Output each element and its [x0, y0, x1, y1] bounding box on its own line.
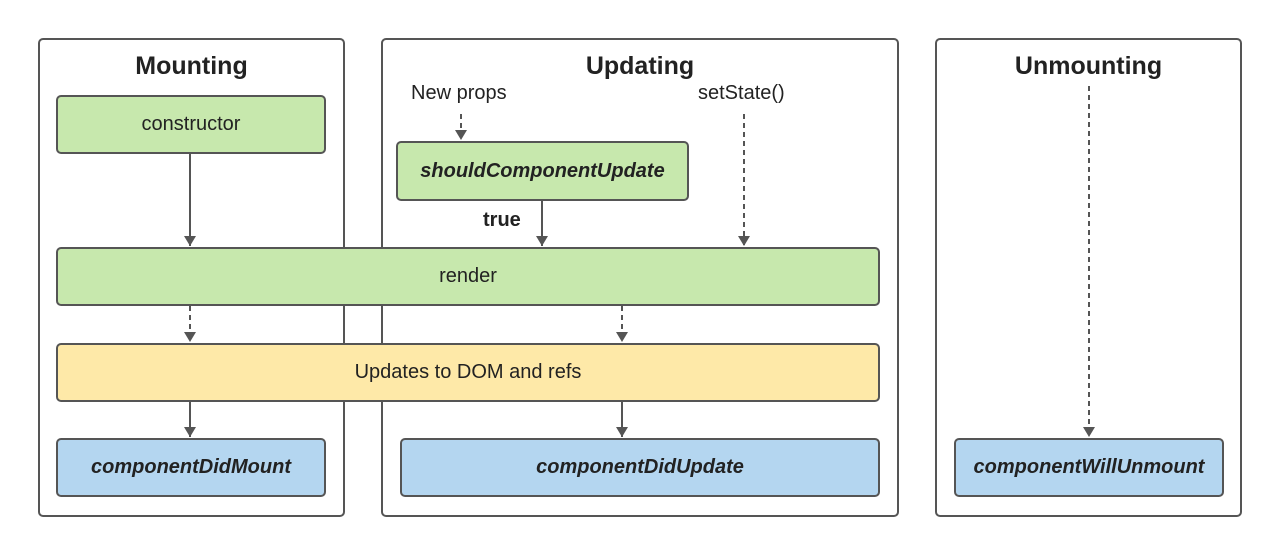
component-will-unmount-node: componentWillUnmount: [954, 438, 1224, 497]
true-label: true: [483, 209, 521, 231]
phase-title-mounting: Mounting: [135, 52, 248, 80]
constructor-node: constructor: [56, 95, 326, 154]
should-component-update-node: shouldComponentUpdate: [396, 141, 689, 201]
phase-title-unmounting: Unmounting: [1014, 52, 1163, 80]
render-node: render: [56, 247, 880, 306]
component-did-update-node: componentDidUpdate: [400, 438, 880, 497]
updates-dom-node: Updates to DOM and refs: [56, 343, 880, 402]
phase-title-updating: Updating: [585, 52, 695, 80]
set-state-label: setState(): [698, 82, 785, 104]
new-props-label: New props: [411, 82, 507, 104]
component-did-mount-node: componentDidMount: [56, 438, 326, 497]
